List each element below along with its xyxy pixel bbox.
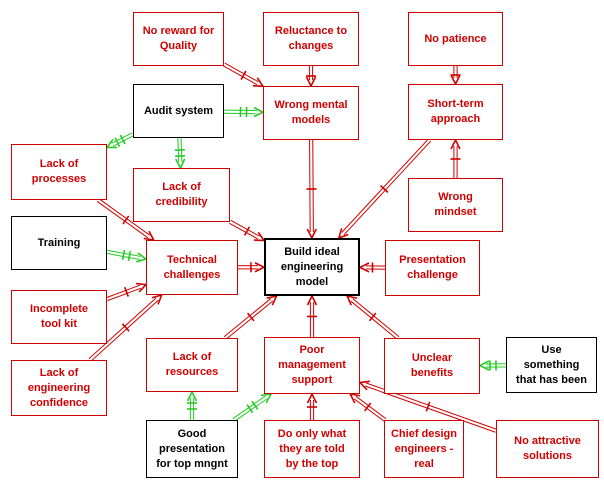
- link-lack-confidence-to-technical: [88, 293, 163, 362]
- node-unclear-benefits: Unclear benefits: [384, 338, 480, 394]
- node-build-ideal-engineering-model: Build ideal engineering model: [264, 238, 360, 296]
- link-good-presentation-to-lack-resources: [186, 390, 198, 420]
- node-technical-challenges: Technical challenges: [146, 240, 238, 295]
- link-good-presentation-to-poor-mgmt: [232, 392, 273, 422]
- node-presentation-challenge: Presentation challenge: [385, 240, 480, 296]
- node-chief-design-engineers: Chief design engineers - real: [384, 420, 464, 478]
- node-lack-of-processes: Lack of processes: [11, 144, 107, 200]
- link-training-to-technical: [106, 249, 148, 263]
- link-audit-to-lack-processes: [105, 132, 134, 149]
- link-do-only-to-poor-mgmt: [306, 392, 318, 420]
- node-no-reward: No reward for Quality: [133, 12, 224, 66]
- node-lack-of-engineering-confidence: Lack of engineering confidence: [11, 360, 107, 416]
- node-good-presentation: Good presentation for top mngnt: [146, 420, 238, 478]
- node-training: Training: [11, 216, 107, 270]
- node-lack-of-credibility: Lack of credibility: [133, 168, 230, 222]
- link-lack-credibility-to-build-ideal: [228, 219, 266, 242]
- node-use-something: Use something that has been: [506, 337, 597, 393]
- link-wrong-mindset-to-short-term: [450, 138, 461, 178]
- link-reluctance-to-wrong-mental: [305, 66, 317, 88]
- link-audit-to-wrong-mental: [223, 106, 265, 118]
- node-poor-management-support: Poor management support: [264, 337, 360, 394]
- node-incomplete-tool-kit: Incomplete tool kit: [11, 290, 107, 344]
- link-technical-to-build-ideal: [237, 262, 266, 273]
- node-no-patience: No patience: [408, 12, 503, 66]
- node-no-attractive-solutions: No attractive solutions: [496, 420, 599, 478]
- link-wrong-mental-to-build-ideal: [306, 139, 317, 240]
- node-audit-system: Audit system: [133, 84, 224, 138]
- link-lack-processes-to-technical: [96, 198, 156, 242]
- link-presentation-challenge-to-build-ideal: [358, 262, 386, 273]
- link-unclear-benefits-to-build-ideal: [345, 294, 400, 340]
- link-poor-mgmt-to-build-ideal: [306, 294, 318, 337]
- link-lack-resources-to-build-ideal: [223, 294, 278, 340]
- node-lack-of-resources: Lack of resources: [146, 338, 238, 392]
- link-no-reward-to-wrong-mental: [222, 62, 265, 88]
- node-wrong-mindset: Wrong mindset: [408, 178, 503, 232]
- link-incomplete-toolkit-to-technical: [106, 282, 148, 302]
- link-use-something-to-unclear-benefits: [478, 360, 507, 371]
- link-audit-to-lack-credibility: [174, 137, 186, 170]
- node-wrong-mental-models: Wrong mental models: [263, 86, 359, 140]
- node-do-only-what-told: Do only what they are told by the top: [264, 420, 360, 478]
- link-chief-design-to-poor-mgmt: [348, 392, 387, 422]
- link-no-patience-to-short-term: [450, 66, 461, 86]
- node-short-term-approach: Short-term approach: [408, 84, 503, 140]
- node-reluctance-to-changes: Reluctance to changes: [263, 12, 359, 66]
